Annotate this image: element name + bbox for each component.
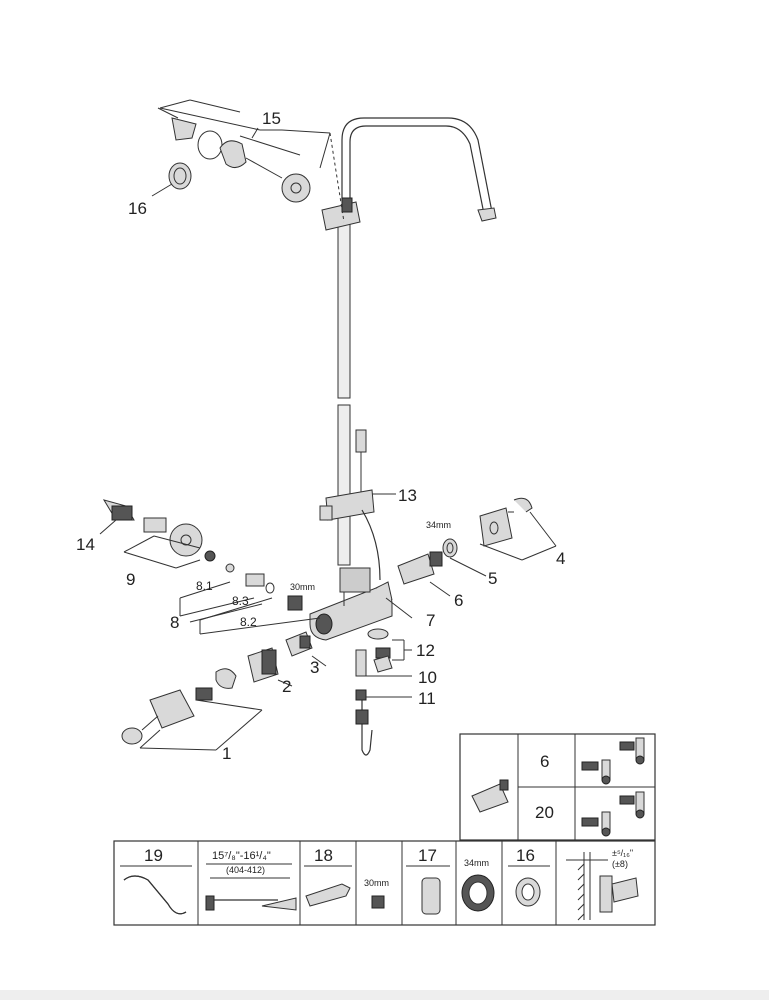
- callout-3: 3: [310, 658, 319, 677]
- callout-12: 12: [416, 641, 435, 660]
- shower-riser: [319, 117, 497, 756]
- sleeve-icon: [421, 877, 441, 915]
- shower-head-icon: [261, 897, 297, 911]
- thermostat-mixer-body: [309, 567, 393, 641]
- callout-8-2: 8.2: [240, 615, 257, 629]
- callout-4: 4: [556, 549, 565, 568]
- tool-19-number: 19: [144, 846, 163, 865]
- wall-hatch-icon: [577, 863, 585, 921]
- callout-1: 1: [222, 744, 231, 763]
- callout-5: 5: [488, 569, 497, 588]
- callout-14: 14: [76, 535, 95, 554]
- callout-8: 8: [170, 613, 179, 632]
- callout-8-1: 8.1: [196, 579, 213, 593]
- callout-15: 15: [262, 109, 281, 128]
- tool-18-number: 18: [314, 846, 333, 865]
- right-parts-group: [355, 493, 557, 725]
- hot-cold-cartridge-icon: [581, 737, 645, 785]
- callout-16: 16: [128, 199, 147, 218]
- callout-labels: 15 16 13 14 9 8.1 8.3 8.2 8 30mm 34mm 4 …: [76, 109, 565, 763]
- height-range-mm: (404-412): [226, 865, 265, 875]
- callout-6: 6: [454, 591, 463, 610]
- cartridge-icon: [471, 783, 509, 813]
- callout-9: 9: [126, 570, 135, 589]
- tool-17-number: 17: [418, 846, 437, 865]
- left-parts-group: [99, 499, 327, 751]
- mixer-side-icon: [599, 875, 613, 913]
- dimension-34mm: 34mm: [426, 520, 451, 530]
- tool-16-number: 16: [516, 846, 535, 865]
- tolerance-mm: (±8): [612, 859, 628, 869]
- callout-7: 7: [426, 611, 435, 630]
- height-range-inch: 15⁷/₈"-16¹/₄": [212, 850, 271, 862]
- page-footer-bar: [0, 990, 769, 1000]
- wrench-icon: [305, 883, 351, 907]
- hot-cold-cartridge-icon: [581, 791, 645, 837]
- callout-11: 11: [418, 689, 436, 708]
- head-arm-icon: [123, 875, 187, 915]
- hex-nut-icon: [371, 895, 385, 909]
- callout-2: 2: [282, 677, 291, 696]
- tool-30mm-label: 30mm: [364, 878, 389, 888]
- callout-10: 10: [418, 668, 437, 687]
- variant-number-6: 6: [540, 752, 549, 771]
- wall-union-assembly-15: [151, 99, 331, 203]
- dimension-30mm: 30mm: [290, 582, 315, 592]
- variant-table: 6 20: [459, 733, 656, 841]
- variant-number-20: 20: [535, 803, 554, 822]
- callout-8-3: 8.3: [232, 594, 249, 608]
- tool-34mm-label: 34mm: [464, 858, 489, 868]
- tolerance-inch: ±⁵/₁₆": [612, 848, 633, 858]
- callout-13: 13: [398, 486, 417, 505]
- tool-strip: 19 15⁷/₈"-16¹/₄" (404-412) 18 30mm 17 34…: [113, 840, 656, 926]
